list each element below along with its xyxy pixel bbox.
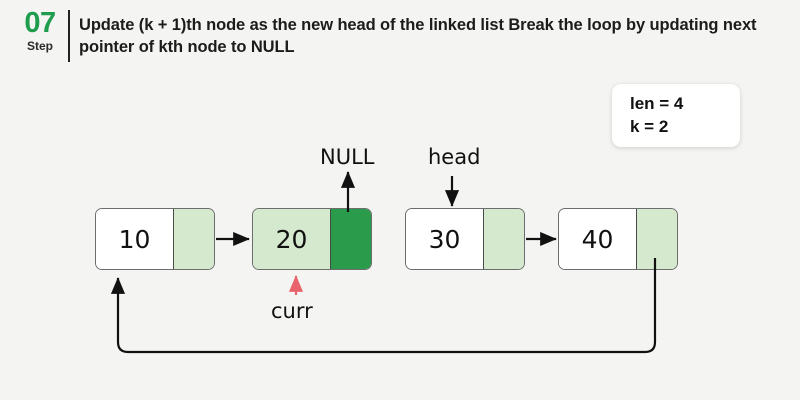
head-label: head [428, 145, 481, 169]
list-node-4: 40 [558, 208, 678, 270]
step-word-label: Step [26, 39, 53, 53]
step-number: 07 [24, 7, 56, 39]
step-badge: 07 Step [14, 8, 66, 53]
node-2-pointer-cell [331, 209, 371, 269]
info-line-k: k = 2 [630, 117, 669, 136]
arrow-node4-loop-to-node1 [110, 258, 657, 354]
null-label: NULL [320, 145, 375, 169]
curr-label: curr [271, 299, 313, 323]
list-node-2: 20 [252, 208, 372, 270]
info-line-len: len = 4 [630, 94, 684, 113]
node-2-value: 20 [253, 209, 331, 269]
node-3-value: 30 [406, 209, 484, 269]
list-node-3: 30 [405, 208, 525, 270]
step-description: Update (k + 1)th node as the new head of… [79, 16, 757, 56]
node-4-pointer-cell [637, 209, 677, 269]
node-1-pointer-cell [174, 209, 214, 269]
header-divider [68, 10, 70, 62]
variables-info-box: len = 4 k = 2 [612, 84, 740, 147]
node-3-pointer-cell [484, 209, 524, 269]
node-1-value: 10 [96, 209, 174, 269]
list-node-1: 10 [95, 208, 215, 270]
node-4-value: 40 [559, 209, 637, 269]
